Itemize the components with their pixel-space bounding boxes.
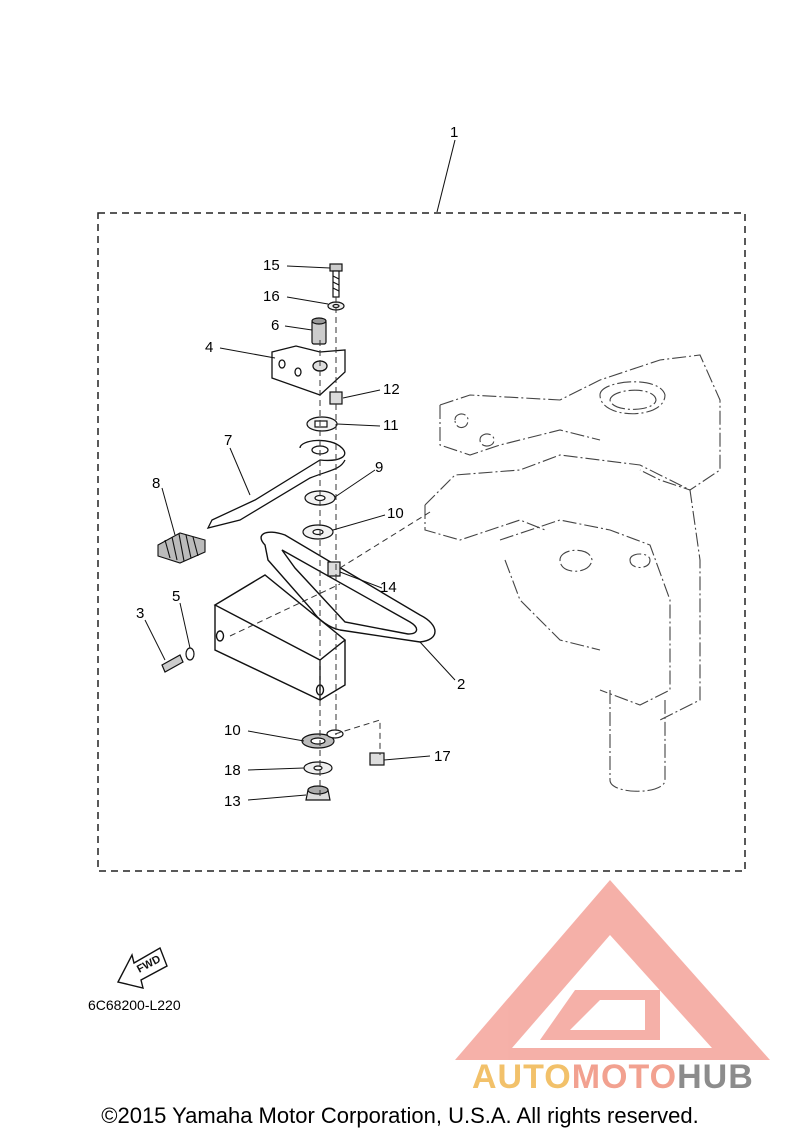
- watermark-logo: [455, 880, 770, 1060]
- watermark-brand: AUTOMOTOHUB: [472, 1058, 754, 1097]
- bracket-part-2: [213, 531, 436, 702]
- callout-2: 2: [457, 676, 466, 693]
- callout-17: 17: [434, 748, 451, 765]
- callout-1: 1: [450, 124, 459, 141]
- callout-11: 11: [383, 417, 399, 434]
- copyright-notice: ©2015 Yamaha Motor Corporation, U.S.A. A…: [101, 1103, 699, 1128]
- callout-16: 16: [263, 288, 280, 305]
- callout-6: 6: [271, 317, 280, 334]
- assembly-boundary: [97, 212, 746, 872]
- engine-outline: [424, 354, 721, 792]
- brand-part-moto: MOTO: [571, 1058, 678, 1096]
- callout-10-upper: 10: [387, 505, 404, 522]
- brand-part-auto: AUTO: [472, 1058, 572, 1096]
- lever-part-7: [206, 439, 346, 529]
- part-code: 6C68200-L220: [88, 997, 181, 1013]
- callout-5: 5: [172, 588, 181, 605]
- rubber-pad-part-8: [157, 532, 206, 564]
- callout-8: 8: [152, 475, 161, 492]
- callout-14: 14: [380, 579, 397, 596]
- callout-10-lower: 10: [224, 722, 241, 739]
- callout-15: 15: [263, 257, 280, 274]
- callout-12: 12: [383, 381, 400, 398]
- callout-7: 7: [224, 432, 233, 449]
- fwd-arrow: FWD: [116, 946, 168, 989]
- callout-4: 4: [205, 339, 214, 356]
- callout-9: 9: [375, 459, 384, 476]
- brand-part-hub: HUB: [677, 1058, 754, 1096]
- callout-3: 3: [136, 605, 145, 622]
- leader-lines: [144, 139, 456, 801]
- callout-13: 13: [224, 793, 241, 810]
- assembly-axes: [229, 297, 431, 800]
- callout-18: 18: [224, 762, 241, 779]
- bracket-part-4: [271, 345, 346, 396]
